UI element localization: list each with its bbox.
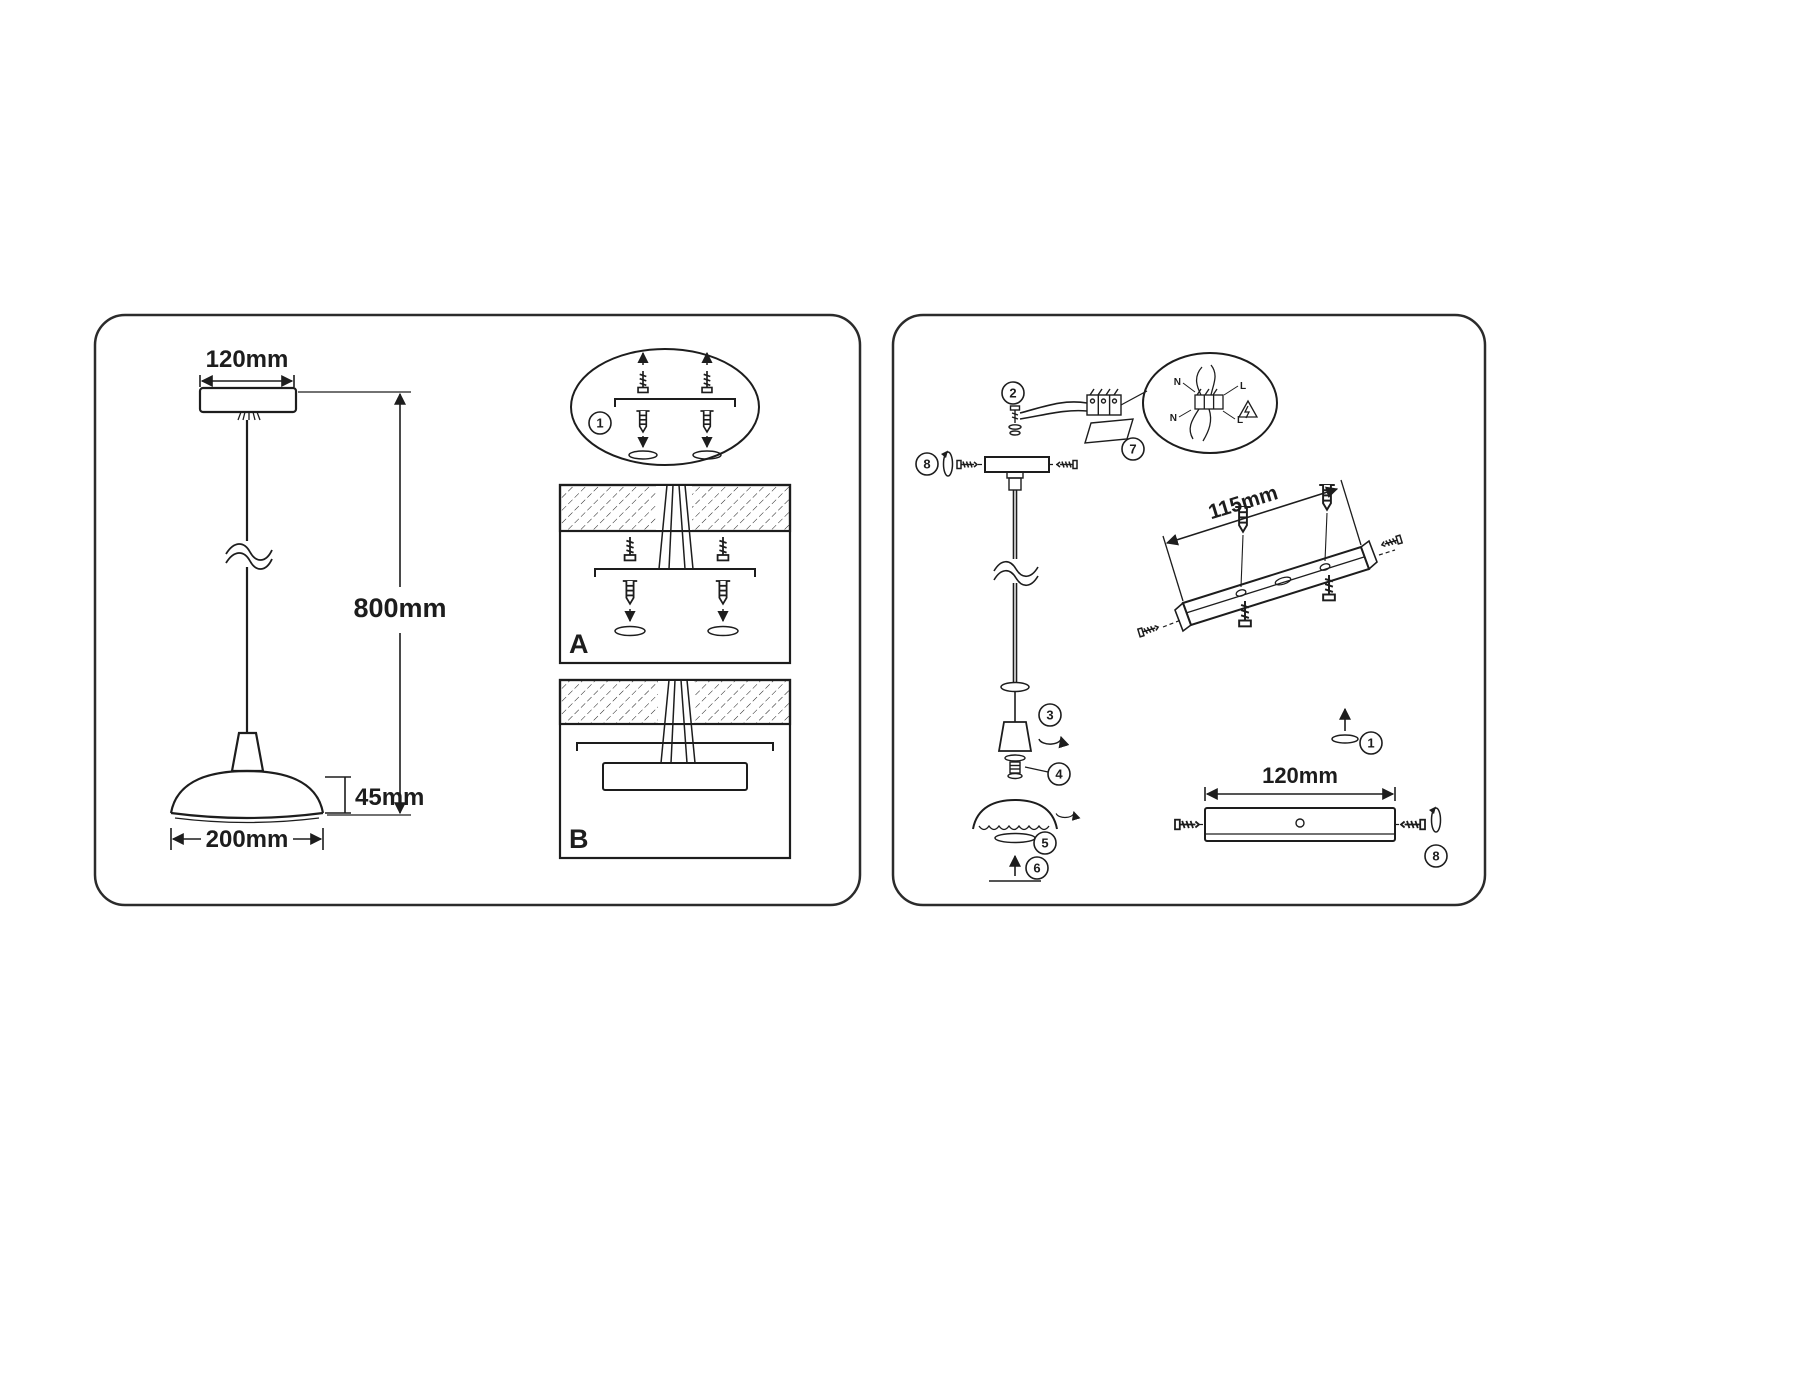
canopy-center-hole (1295, 818, 1305, 828)
bracket-flange (1360, 539, 1378, 571)
drill-hole-mark (628, 450, 658, 460)
dimension-shade-height: 45mm (325, 776, 424, 814)
svg-text:5: 5 (1041, 836, 1048, 851)
washer (1000, 681, 1030, 693)
mounting-option-b: B (558, 678, 792, 860)
leader-line (1120, 390, 1148, 406)
canopy-cover (602, 762, 748, 791)
dimension-canopy-width: 120mm (199, 346, 295, 387)
step-marker-5: 5 (1033, 831, 1057, 855)
cable-break-symbol (224, 541, 273, 570)
shade-scallop-edge (978, 824, 1050, 831)
svg-text:1: 1 (596, 416, 603, 431)
leader-line (1024, 766, 1049, 773)
suspension-screw-stack (1008, 405, 1022, 436)
step-marker-3: 3 (1038, 703, 1062, 727)
step-marker-1: 1 (588, 411, 612, 435)
wiring-detail-circle: N L N L (1142, 352, 1278, 454)
svg-text:1: 1 (1367, 736, 1374, 751)
mounting-bracket-line (576, 742, 774, 751)
right-panel: 2 8 (915, 352, 1448, 882)
pendant-lamp-drawing (169, 386, 325, 824)
lamp-canopy (198, 386, 298, 414)
mounting-option-a: A (558, 483, 792, 665)
right-panel-border (891, 313, 1487, 907)
exploded-assembly: 2 8 (915, 381, 1088, 882)
drill-hole-mark (1331, 734, 1359, 744)
supply-wires (1019, 401, 1088, 420)
screw-axis-line (1162, 619, 1182, 628)
bracket-slot (1274, 576, 1292, 586)
lamp-shade-dome (169, 769, 325, 814)
threaded-nipple (1009, 761, 1021, 774)
terminal-connection: 7 (1084, 388, 1148, 461)
dimension-drop-height: 800mm (298, 391, 447, 816)
step-marker-7: 7 (1121, 437, 1145, 461)
leader-line (1223, 385, 1239, 396)
cable-break-symbol (993, 559, 1039, 587)
bracket-hole (1235, 589, 1247, 597)
screw-axis-line (1378, 549, 1396, 556)
svg-text:2: 2 (1009, 386, 1016, 401)
shade-diameter-label: 200mm (206, 826, 289, 853)
line-label-bottom: L (1237, 415, 1243, 426)
dimension-canopy-width: 120mm (1204, 763, 1396, 801)
bracket-fold-line (1185, 556, 1365, 614)
left-panel: 120mm 800mm 45mm 200mm (169, 346, 792, 860)
svg-text:6: 6 (1033, 861, 1040, 876)
step-marker-8: 8 (915, 452, 939, 476)
bracket-flange (1174, 601, 1192, 633)
lamp-shade-rim-inner (174, 817, 320, 824)
svg-text:4: 4 (1055, 767, 1063, 782)
line-label-top: L (1240, 381, 1246, 392)
terminal-block (1086, 388, 1122, 416)
bracket-mounting-view: 115mm 1 (1136, 479, 1404, 755)
svg-text:8: 8 (1432, 849, 1439, 864)
step-marker-1b: 1 (1359, 731, 1383, 755)
svg-text:3: 3 (1046, 708, 1053, 723)
shade-dome (972, 798, 1058, 830)
svg-text:8: 8 (923, 457, 930, 472)
step-marker-8b: 8 (1424, 844, 1448, 868)
lamp-shade-rim (170, 811, 324, 820)
svg-text:7: 7 (1129, 442, 1136, 457)
leader-line (1178, 409, 1192, 418)
leader-line (1182, 382, 1196, 393)
neutral-label-top: N (1174, 377, 1181, 388)
canopy-width-label: 120mm (1262, 763, 1338, 788)
hardware-detail-circle: 1 (570, 348, 760, 466)
drill-hole-mark (692, 450, 722, 460)
option-a-label: A (569, 629, 589, 659)
ceiling-wires (660, 679, 696, 764)
left-panel-border (93, 313, 862, 907)
neutral-label-bottom: N (1170, 413, 1177, 424)
cord-lock-cone (997, 721, 1033, 752)
dimension-shade-diameter: 200mm (170, 826, 324, 853)
canopy-width-label: 120mm (206, 346, 289, 373)
mounting-bracket-line (614, 398, 736, 407)
terminal-block-detail (1189, 364, 1224, 442)
ceiling-wires (658, 484, 694, 570)
option-b-label: B (569, 824, 589, 854)
canopy-mounting-view: 120mm 8 (1173, 763, 1448, 868)
drill-hole-mark (707, 625, 739, 637)
step-marker-2: 2 (1001, 381, 1025, 405)
drill-hole-mark (614, 625, 646, 637)
rod-coupler (1008, 477, 1022, 491)
drop-height-label: 800mm (353, 593, 446, 623)
mounting-bracket-line (594, 568, 756, 577)
leader-line (1222, 410, 1236, 420)
step-marker-4: 4 (1047, 762, 1071, 786)
bracket-hole (1319, 563, 1331, 571)
washer (1004, 754, 1026, 762)
step-marker-6: 6 (1025, 856, 1049, 880)
cord-grip-icon (237, 411, 261, 421)
washer (1007, 772, 1023, 780)
electrical-warning-icon (1237, 399, 1259, 419)
shade-height-label: 45mm (355, 784, 424, 811)
